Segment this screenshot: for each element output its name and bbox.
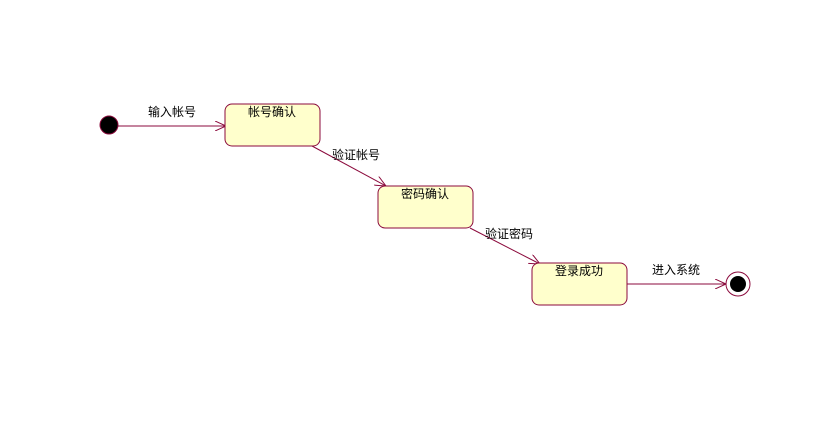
state-label-password-confirm: 密码确认: [401, 186, 449, 201]
transition-arrow-verify-password: [469, 227, 540, 264]
transition-label-verify-password: 验证密码: [485, 226, 533, 241]
state-box-account-confirm: [224, 103, 321, 147]
transition-label-verify-account: 验证帐号: [332, 147, 380, 162]
transition-label-enter-system: 进入系统: [652, 263, 700, 277]
state-box-password-confirm: [377, 185, 474, 229]
state-password-confirm: 密码确认: [377, 185, 474, 229]
state-label-account-confirm: 帐号确认: [248, 104, 296, 119]
state-account-confirm: 帐号确认: [224, 103, 321, 147]
initial-state-node: [99, 115, 119, 135]
final-state-inner-dot: [730, 276, 746, 292]
transition-label-input-account: 输入帐号: [148, 104, 196, 119]
state-login-success: 登录成功: [531, 262, 628, 306]
transition-arrow-verify-account: [311, 145, 386, 186]
final-state-node: [725, 271, 751, 297]
state-label-login-success: 登录成功: [555, 263, 603, 278]
